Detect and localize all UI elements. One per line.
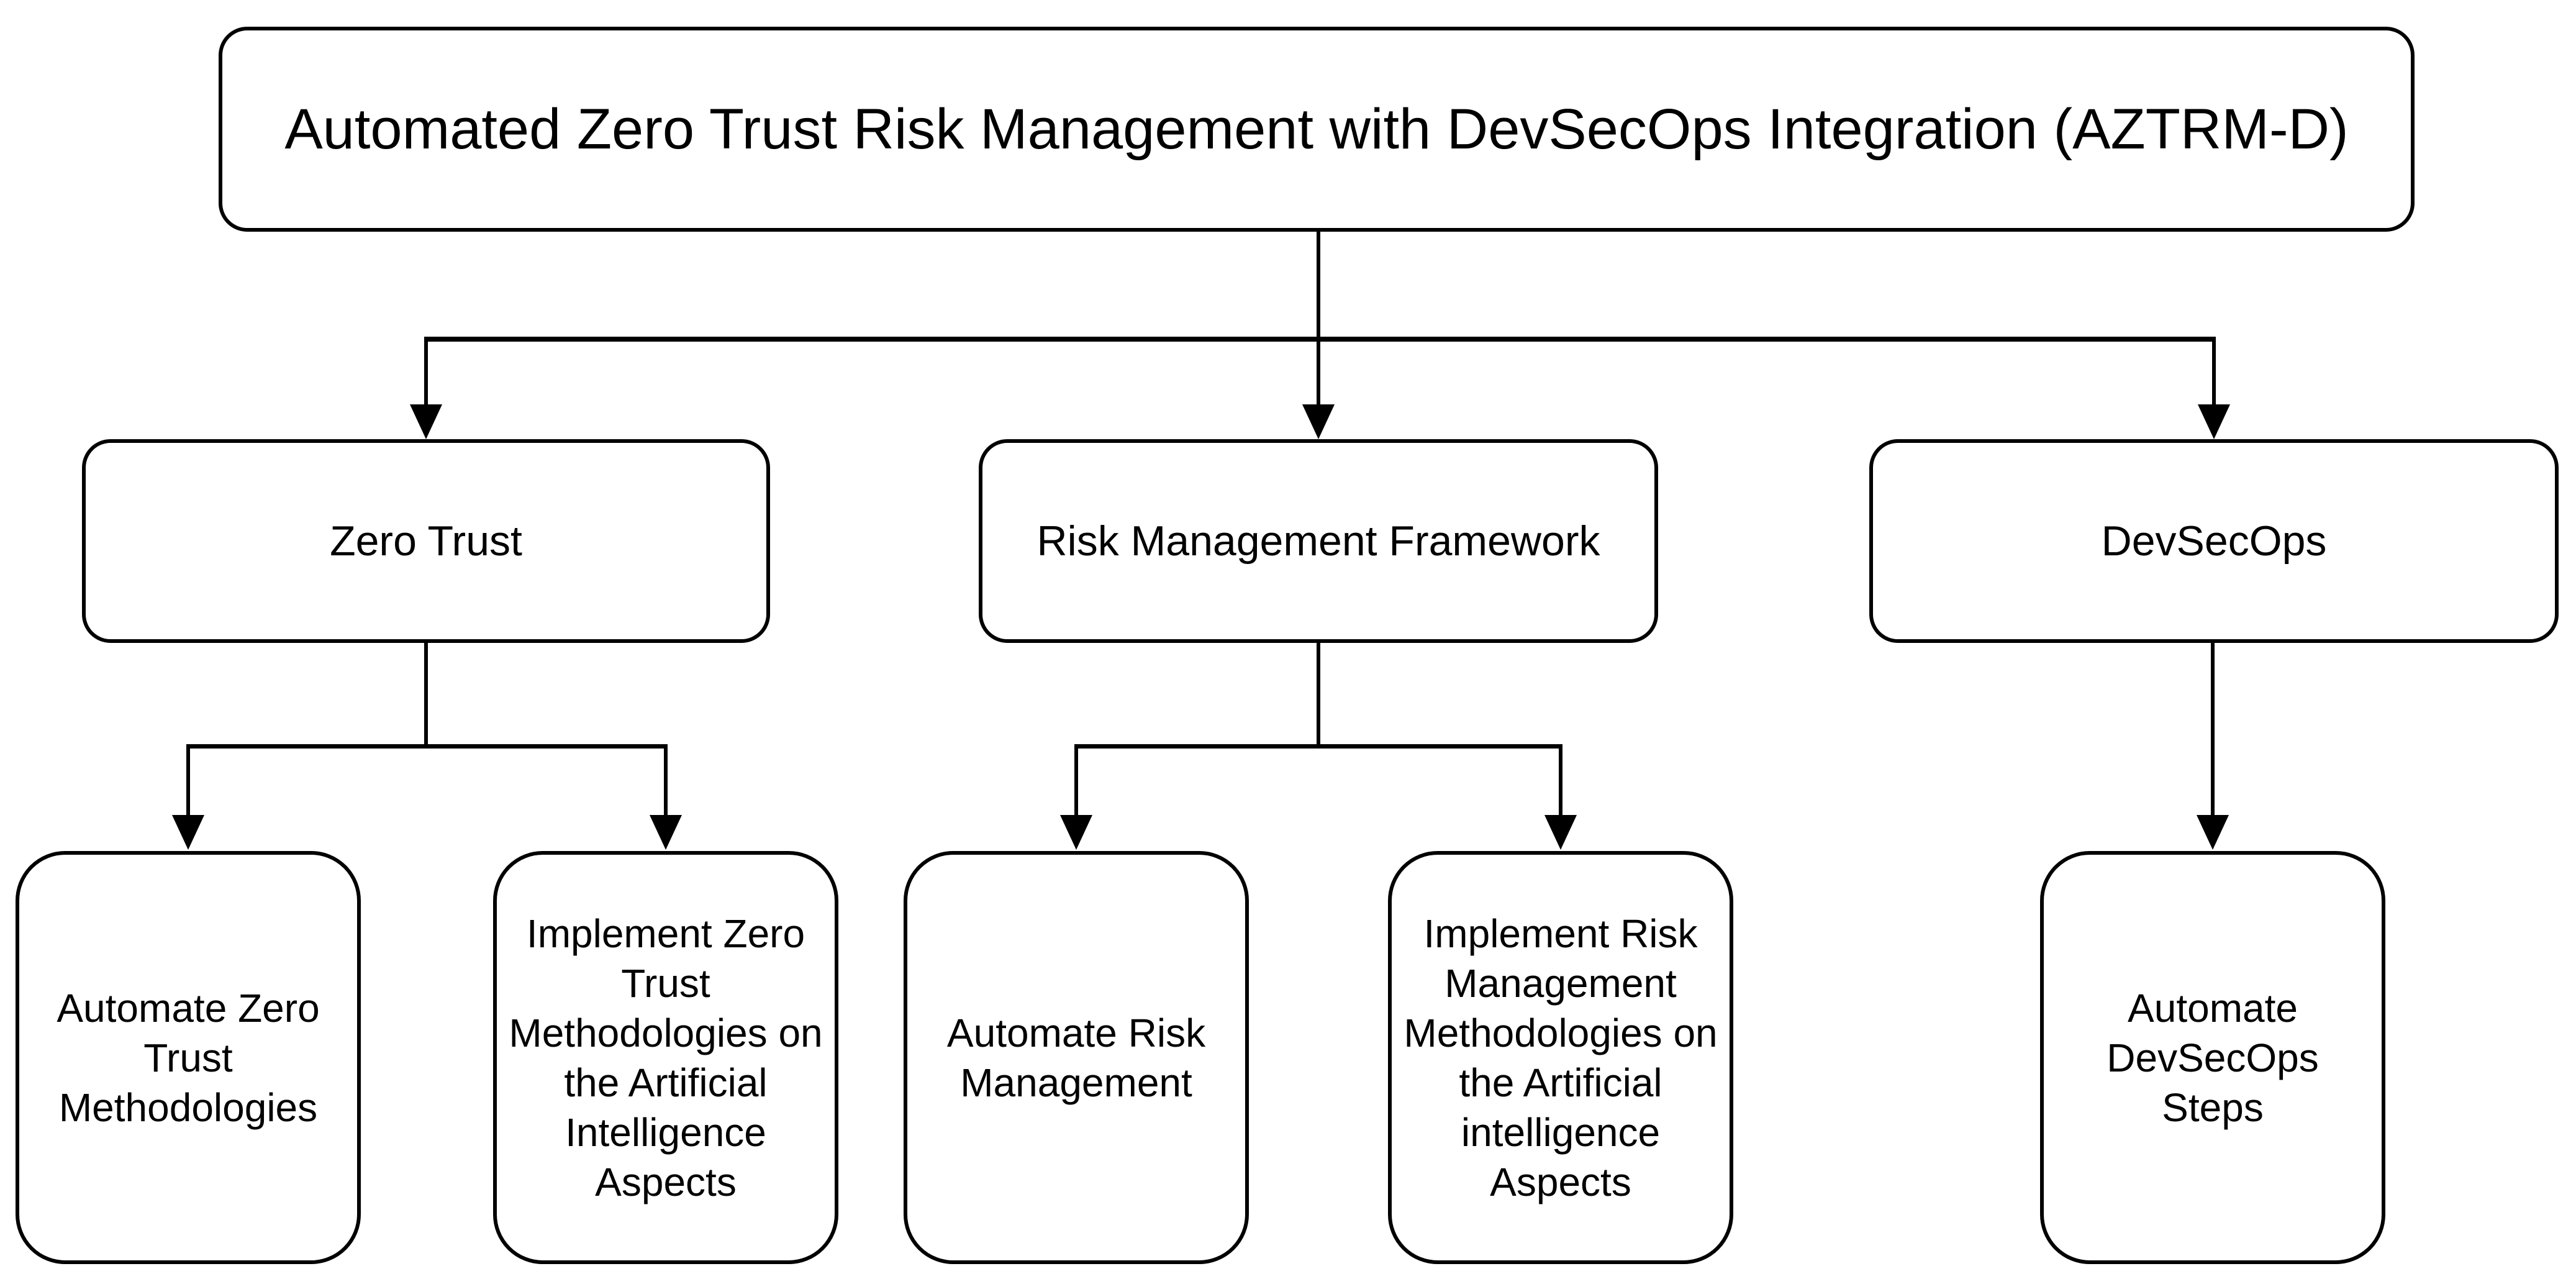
connector-root-to-zero-trust: [424, 342, 428, 405]
connector-devsecops-stem: [2211, 643, 2215, 815]
arrowhead-devsecops-icon: [2198, 404, 2230, 439]
node-implement-risk-management-methodologies-ai: Implement Risk Management Methodologies …: [1388, 851, 1733, 1264]
node-zero-trust-label: Zero Trust: [330, 517, 522, 565]
connector-root-stem: [1317, 232, 1320, 339]
connector-rmf-stem: [1317, 643, 1320, 749]
node-risk-management-framework-label: Risk Management Framework: [1036, 517, 1600, 565]
node-root: Automated Zero Trust Risk Management wit…: [219, 27, 2415, 232]
arrowhead-leaf-implement-zt-icon: [650, 815, 682, 850]
node-root-label: Automated Zero Trust Risk Management wit…: [284, 98, 2349, 161]
arrowhead-rmf-icon: [1302, 404, 1335, 439]
node-implement-zero-trust-methodologies-ai: Implement Zero Trust Methodologies on th…: [493, 851, 838, 1264]
arrowhead-zero-trust-icon: [410, 404, 442, 439]
connector-rmf-bar: [1074, 744, 1562, 749]
node-devsecops-label: DevSecOps: [2101, 517, 2327, 565]
connector-rmf-to-leaf-implement: [1559, 749, 1562, 815]
arrowhead-leaf-automate-zt-icon: [172, 815, 204, 850]
arrowhead-leaf-implement-rm-icon: [1544, 815, 1577, 850]
connector-root-to-devsecops: [2212, 342, 2216, 405]
node-implement-risk-management-methodologies-ai-label: Implement Risk Management Methodologies …: [1404, 911, 1718, 1204]
connector-zt-to-leaf-automate: [186, 749, 190, 815]
node-automate-zero-trust-methodologies: Automate Zero Trust Methodologies: [16, 851, 361, 1264]
node-automate-devsecops-steps-label: Automate DevSecOps Steps: [2107, 985, 2319, 1130]
connector-level1-bar: [424, 337, 2216, 342]
node-automate-devsecops-steps: Automate DevSecOps Steps: [2040, 851, 2385, 1264]
node-zero-trust: Zero Trust: [82, 439, 770, 643]
node-automate-zero-trust-methodologies-label: Automate Zero Trust Methodologies: [57, 985, 320, 1130]
connector-zt-to-leaf-implement: [664, 749, 668, 815]
connector-rmf-to-leaf-automate: [1074, 749, 1078, 815]
node-automate-risk-management: Automate Risk Management: [904, 851, 1249, 1264]
connector-zero-trust-stem: [424, 643, 428, 749]
arrowhead-leaf-automate-devsecops-icon: [2197, 815, 2229, 850]
node-implement-zero-trust-methodologies-ai-label: Implement Zero Trust Methodologies on th…: [509, 911, 823, 1204]
arrowhead-leaf-automate-rm-icon: [1060, 815, 1092, 850]
connector-root-to-rmf: [1317, 342, 1320, 405]
node-devsecops: DevSecOps: [1869, 439, 2559, 643]
node-risk-management-framework: Risk Management Framework: [979, 439, 1658, 643]
connector-zero-trust-bar: [186, 744, 668, 749]
node-automate-risk-management-label: Automate Risk Management: [946, 1010, 1206, 1105]
